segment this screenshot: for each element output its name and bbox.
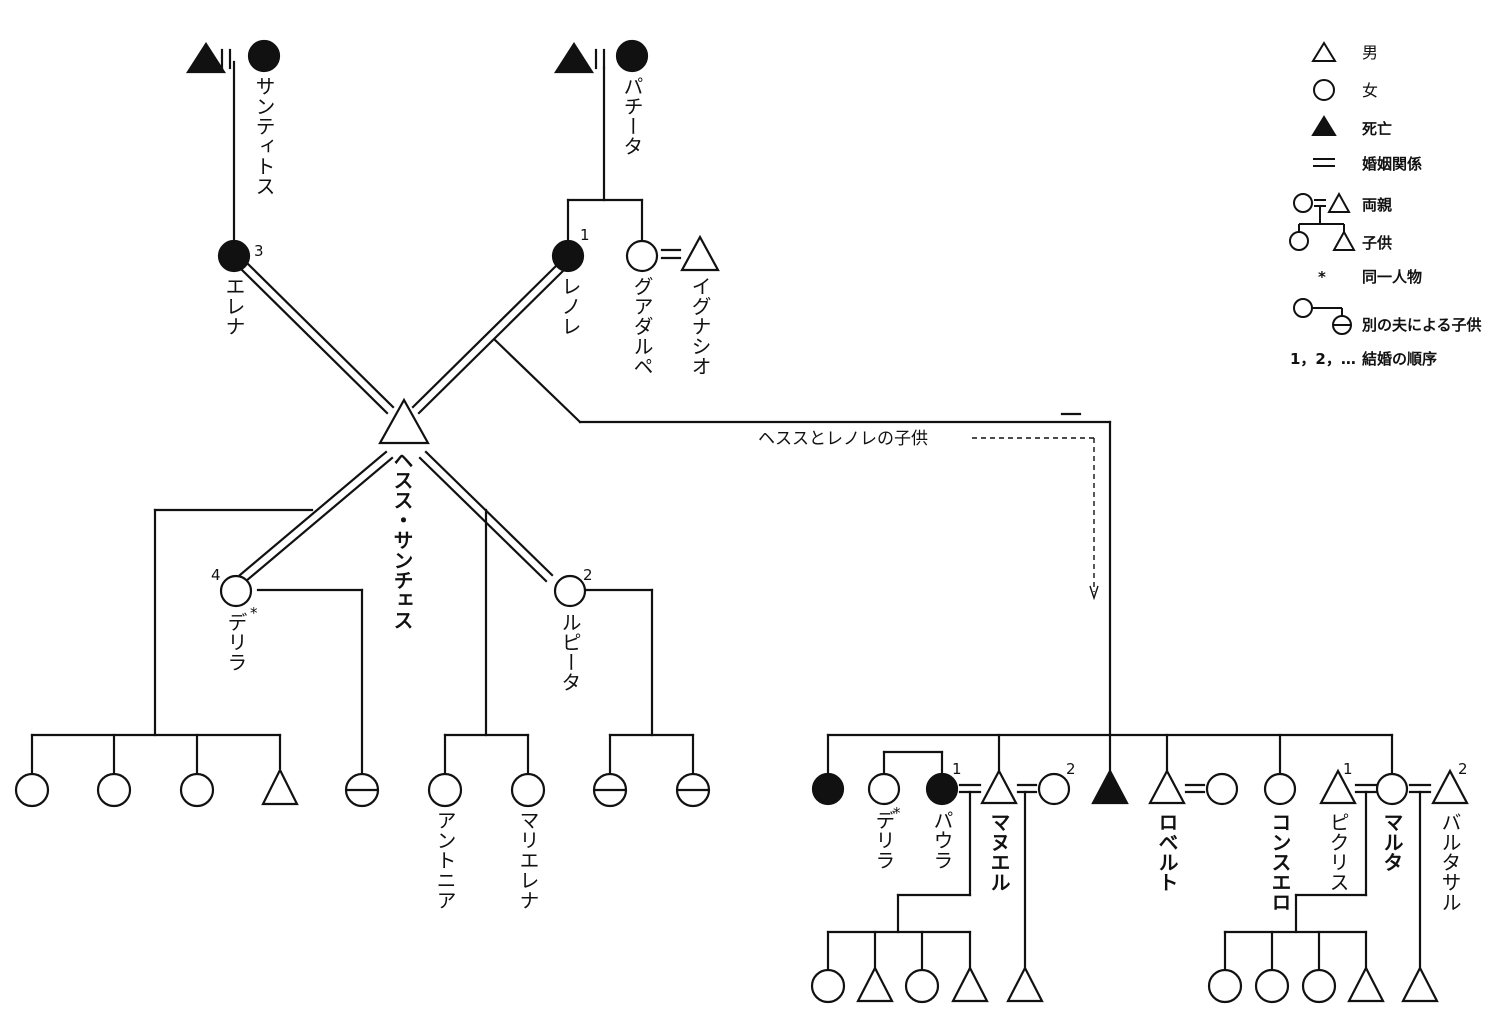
name-konsuero: コンスエロ: [1268, 812, 1292, 912]
legend-same-person-symbol: *: [1318, 268, 1326, 286]
male-icon: [680, 234, 720, 272]
male-icon: [951, 965, 989, 1003]
legend-marriage-label: 婚姻関係: [1362, 155, 1422, 173]
male-icon: [1148, 768, 1186, 805]
marriage-number: 3: [254, 242, 264, 260]
male-icon: [261, 767, 299, 806]
female-icon: [904, 968, 940, 1004]
name-pikurisu: ピクリス: [1326, 812, 1350, 892]
male-icon: [1347, 965, 1385, 1003]
male-icon: [1401, 965, 1439, 1003]
legend-deceased-label: 死亡: [1362, 120, 1392, 138]
same-person-mark: *: [893, 804, 901, 822]
female-icon: [1205, 772, 1239, 806]
male-icon: [1006, 965, 1044, 1003]
male-icon: [1319, 768, 1357, 805]
male-deceased-icon: [1091, 768, 1129, 805]
legend-female-icon: [1313, 79, 1335, 101]
female-icon: [810, 968, 846, 1004]
marriage-number: 4: [211, 566, 221, 584]
female-icon: [1037, 772, 1071, 806]
legend-parents-female-icon: [1293, 193, 1313, 213]
legend-order-label: 結婚の順序: [1362, 350, 1437, 368]
legend-parents-label: 両親: [1362, 196, 1392, 214]
legend-female-label: 女: [1362, 81, 1378, 100]
name-manueru: マヌエル: [987, 812, 1011, 892]
name-derira2: デリラ: [872, 810, 896, 870]
male-deceased-icon: [185, 41, 227, 74]
name-paura: パウラ: [930, 810, 954, 870]
female-icon: [427, 772, 463, 808]
name-maruta: マルタ: [1380, 812, 1404, 872]
female-icon: [625, 239, 659, 273]
male-icon: [980, 768, 1018, 805]
children-annotation: ヘススとレノレの子供: [758, 429, 928, 449]
female-deceased-icon: [811, 772, 845, 806]
female-icon: [1207, 968, 1243, 1004]
male-icon: [378, 397, 430, 445]
female-icon: [1301, 968, 1337, 1004]
legend-child-male-icon: [1332, 229, 1356, 251]
female-icon: [1375, 772, 1409, 806]
female-icon: [96, 772, 132, 808]
marriage-number: 1: [952, 760, 962, 778]
marriage-number: 1: [1343, 760, 1353, 778]
name-rupita: ルピータ: [558, 612, 582, 692]
marriage-number: 2: [583, 566, 593, 584]
female-icon: [179, 772, 215, 808]
name-roberuto: ロベルト: [1155, 812, 1179, 892]
legend-other-husband-mother-icon: [1293, 298, 1313, 318]
male-icon: [1431, 768, 1469, 805]
name-guadarupe: グアダルペ: [630, 276, 654, 376]
name-pachita: パチータ: [620, 76, 644, 156]
female-icon: [867, 772, 901, 806]
legend-deceased-icon: [1311, 115, 1337, 136]
male-icon: [856, 965, 894, 1003]
female-deceased-icon: [615, 39, 649, 73]
legend-children-label: 子供: [1362, 234, 1392, 252]
marriage-number: 2: [1458, 760, 1468, 778]
female-deceased-icon: [247, 39, 281, 73]
name-barutasaru: バルタサル: [1438, 812, 1462, 912]
female-deceased-icon: [217, 239, 251, 273]
name-antonia: アントニア: [433, 810, 457, 910]
legend-male-label: 男: [1362, 43, 1378, 62]
legend-child-female-icon: [1289, 231, 1309, 251]
female-icon: [14, 772, 50, 808]
female-deceased-icon: [551, 239, 585, 273]
name-marierena: マリエレナ: [516, 810, 540, 910]
female-icon: [219, 574, 253, 608]
female-icon: [1263, 772, 1297, 806]
name-santititosu: サンティトス: [252, 76, 276, 196]
male-deceased-icon: [553, 41, 595, 74]
name-renore: レノレ: [558, 276, 582, 336]
legend-order-prefix: 1，2，…: [1290, 350, 1356, 368]
marriage-number: 2: [1066, 760, 1076, 778]
female-icon: [553, 574, 587, 608]
legend-other-husband-label: 別の夫による子供: [1361, 316, 1482, 334]
female-icon: [1254, 968, 1290, 1004]
legend-parents-male-icon: [1327, 191, 1351, 213]
same-person-mark: *: [250, 604, 258, 622]
legend-same-person-label: 同一人物: [1362, 268, 1422, 286]
name-igunashio: イグナシオ: [688, 276, 712, 376]
name-erena: エレナ: [222, 276, 246, 336]
marriage-number: 1: [580, 226, 590, 244]
legend-male-icon: [1311, 41, 1337, 62]
name-derira: デリラ: [224, 612, 248, 672]
legend: 男 女 死亡 婚姻関係 両親 子供 * 同一人物 別の夫による子供 1，2，… …: [1289, 41, 1482, 368]
female-deceased-icon: [925, 772, 959, 806]
female-icon: [510, 772, 546, 808]
name-hesusu: ヘスス・サンチェス: [390, 450, 414, 630]
